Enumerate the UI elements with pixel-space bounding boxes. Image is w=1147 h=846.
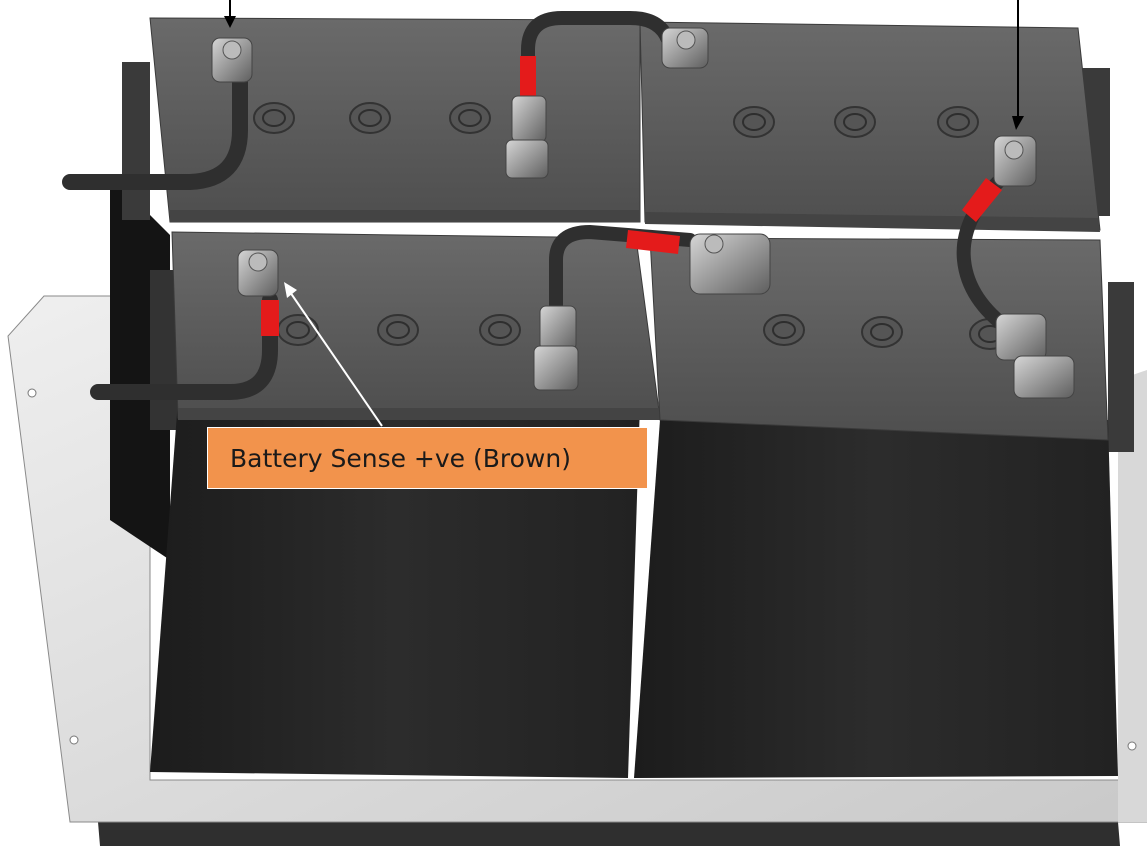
battery-sense-callout: Battery Sense +ve (Brown) [207,427,648,489]
plate-mounting-hole [27,388,37,398]
arrow-down-left [224,0,236,28]
plate-mounting-hole [1127,741,1137,751]
vent-cap [733,106,775,138]
terminal-clamp [505,95,549,179]
cable-sleeve-red [261,300,279,336]
terminal-clamp [237,249,279,297]
cable-rear-link [521,11,675,117]
vent-cap [937,106,979,138]
vent-cap [277,314,319,346]
vent-cap [861,316,903,348]
terminal-clamp [211,37,253,83]
vent-cap [763,314,805,346]
plate-mounting-hole [69,735,79,745]
cables [62,11,1017,400]
cable-sleeve-red [520,56,536,96]
vent-cap [479,314,521,346]
terminal-clamp [995,313,1075,399]
cable-sleeve-red [962,178,1002,222]
cable-rear-left-lead [62,62,248,190]
terminal-clamp [533,305,579,391]
battery-front-right [634,237,1134,778]
vent-cap [834,106,876,138]
terminal-clamp [689,233,771,295]
arrow-down-right [1012,0,1024,130]
callout-pointer [284,282,383,427]
vent-cap [449,102,491,134]
terminal-clamp [661,27,709,69]
vent-cap [377,314,419,346]
vent-cap [253,102,295,134]
cable-sleeve-red [626,230,680,254]
cable-front-link [549,224,697,327]
cable-front-left-lead [90,292,278,400]
battery-rear-right [639,21,1110,232]
terminal-clamp [993,135,1037,187]
callout-background [207,427,648,489]
vent-cap [349,102,391,134]
callout-label: Battery Sense +ve (Brown) [230,443,571,473]
battery-front-left [150,231,661,778]
terminals [211,27,1075,399]
